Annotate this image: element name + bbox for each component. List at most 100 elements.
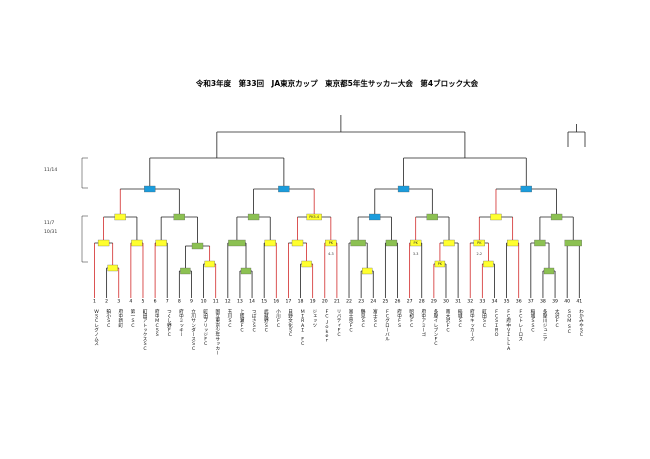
pk-result: PK5-4 bbox=[309, 215, 319, 219]
match-marker bbox=[173, 213, 185, 221]
team-name: ＷＳＣレグノムス bbox=[94, 309, 99, 346]
score-note: 2-2 bbox=[477, 252, 483, 256]
team-name: 府中ＭＣＳＳ bbox=[154, 308, 159, 337]
team-name: ＦＣ府中ＶＩＬＬＡ bbox=[506, 309, 511, 350]
team-number: 7 bbox=[166, 299, 169, 305]
team-number: 10 bbox=[201, 299, 207, 305]
team-number: 21 bbox=[334, 299, 340, 305]
match-marker bbox=[204, 260, 215, 268]
match-marker bbox=[228, 239, 246, 247]
team-number: 4 bbox=[129, 299, 132, 305]
match-marker bbox=[107, 264, 118, 272]
pk-result: PK bbox=[477, 241, 482, 245]
team-number: 13 bbox=[237, 299, 243, 305]
team-name: 大沢ＦＣ bbox=[554, 308, 559, 327]
team-name: 昭和ＦＣ bbox=[409, 309, 414, 327]
match-marker bbox=[240, 267, 252, 275]
match-marker bbox=[490, 213, 502, 221]
team-name: 府中ＦＳ bbox=[397, 308, 402, 327]
date-label-round-2: 11/7 bbox=[44, 220, 54, 226]
team-name: 立川サンダースＳＣ bbox=[191, 308, 196, 350]
team-number: 39 bbox=[552, 299, 558, 305]
team-number: 24 bbox=[370, 299, 376, 305]
team-number: 28 bbox=[419, 299, 425, 305]
score-note: 3-3 bbox=[413, 252, 419, 256]
team-name: 小川ＦＣ bbox=[275, 308, 280, 327]
team-number: 40 bbox=[564, 299, 570, 305]
match-marker bbox=[564, 239, 582, 247]
team-number: 16 bbox=[273, 299, 279, 305]
match-marker bbox=[362, 267, 373, 275]
pk-result: PK bbox=[329, 241, 334, 245]
match-marker bbox=[278, 185, 290, 193]
match-marker bbox=[191, 242, 204, 250]
match-marker bbox=[520, 185, 532, 193]
team-number: 31 bbox=[455, 299, 461, 305]
team-name: 武蔵野ＳＣ bbox=[263, 308, 268, 332]
team-name: ＦＣ Ｊｏｋｅｒ bbox=[324, 309, 329, 343]
match-marker bbox=[543, 267, 555, 275]
match-marker bbox=[410, 239, 422, 247]
team-name: ＦＣグローバル bbox=[384, 309, 389, 342]
round-date-labels: 11/14 11/7 10/31 bbox=[44, 167, 57, 235]
team-number: 12 bbox=[225, 299, 231, 305]
team-name: 稲城ＳＣ bbox=[457, 308, 462, 327]
team-labels: 1ＷＳＣレグノムス2狛小ＳＣ3府中新町4第一ＳＣ5町田アトックスＳＣ6府中ＭＣＳ… bbox=[93, 299, 584, 356]
team-number: 18 bbox=[298, 299, 304, 305]
match-marker bbox=[350, 239, 366, 247]
match-marker bbox=[155, 239, 167, 247]
team-name: 富士ＳＣ bbox=[372, 308, 377, 327]
team-name: 玉川ＳＣ bbox=[227, 309, 232, 327]
team-name: 府中アミーゴ bbox=[421, 308, 426, 337]
team-number: 29 bbox=[431, 299, 437, 305]
match-marker bbox=[114, 213, 126, 221]
team-name: 日野文化ＳＣ bbox=[288, 309, 293, 337]
team-number: 38 bbox=[540, 299, 546, 305]
team-name: ジェッツ bbox=[312, 309, 317, 328]
team-name: 町田アトックスＳＣ bbox=[142, 309, 147, 350]
match-marker bbox=[434, 260, 446, 268]
team-number: 33 bbox=[479, 299, 485, 305]
team-name: ＭＩＲＡＩ ＦＣ bbox=[300, 309, 305, 346]
team-name: 国立東京少年サッカー bbox=[215, 309, 220, 355]
score-note: 4-3 bbox=[328, 252, 334, 256]
team-name: ＦＣトレーロス bbox=[518, 309, 523, 342]
match-marker bbox=[301, 260, 312, 268]
date-label-round-1: 10/31 bbox=[44, 229, 57, 235]
team-number: 30 bbox=[443, 299, 449, 305]
team-number: 32 bbox=[467, 299, 473, 305]
match-marker bbox=[397, 185, 410, 193]
team-number: 9 bbox=[190, 299, 193, 305]
team-number: 23 bbox=[358, 299, 364, 305]
team-number: 20 bbox=[322, 299, 328, 305]
team-number: 22 bbox=[346, 299, 352, 305]
team-name: 狛小ＳＣ bbox=[106, 308, 111, 327]
team-number: 36 bbox=[516, 299, 522, 305]
match-marker bbox=[385, 239, 398, 247]
team-number: 19 bbox=[310, 299, 316, 305]
match-marker bbox=[291, 239, 304, 247]
team-name: 多摩イレブンＦＣ bbox=[433, 308, 438, 346]
team-name: 稲城ＳＳＣ bbox=[530, 308, 535, 332]
team-number: 6 bbox=[154, 299, 157, 305]
match-marker bbox=[506, 239, 519, 247]
match-marker bbox=[264, 239, 276, 247]
match-marker bbox=[534, 239, 546, 247]
team-name: ＦＣＳＩＲＯ bbox=[494, 309, 499, 337]
team-number: 41 bbox=[576, 299, 582, 305]
team-number: 1 bbox=[93, 299, 96, 305]
team-number: 35 bbox=[504, 299, 510, 305]
team-name: 南大沢ＦＣ bbox=[445, 308, 450, 332]
match-marker bbox=[443, 239, 455, 247]
team-name: 町田ブリッジＦＣ bbox=[203, 309, 208, 346]
pk-result: PK bbox=[414, 241, 419, 245]
team-number: 5 bbox=[142, 299, 145, 305]
match-marker bbox=[426, 213, 438, 221]
team-name: 鶴見ＳＣ bbox=[360, 308, 365, 327]
match-marker bbox=[97, 239, 110, 247]
match-marker bbox=[131, 239, 143, 247]
team-number: 34 bbox=[492, 299, 498, 305]
team-name: 第一ＳＣ bbox=[130, 308, 135, 327]
